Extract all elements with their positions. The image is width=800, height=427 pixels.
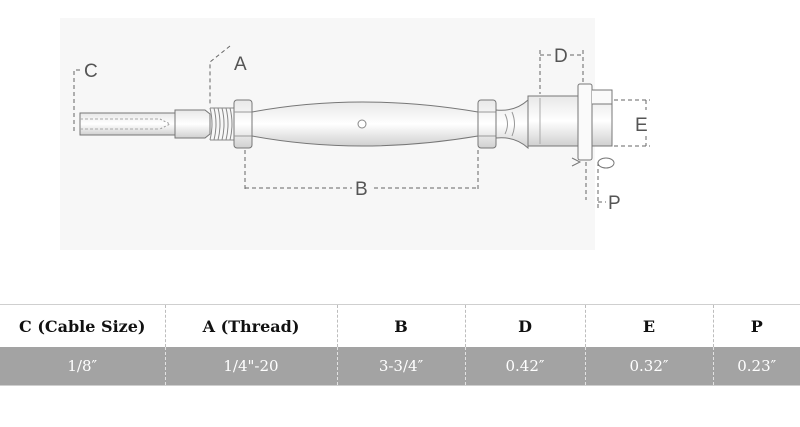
value-d: 0.42″ <box>464 347 585 386</box>
header-e: E <box>584 304 713 347</box>
header-thread: A (Thread) <box>164 304 337 347</box>
table-row: 1/8″ 1/4"-20 3-3/4″ 0.42″ 0.32″ 0.23″ <box>0 347 800 386</box>
label-e: E <box>635 115 648 136</box>
turnbuckle-drawing: C A B D E <box>73 45 650 214</box>
value-e: 0.32″ <box>584 347 713 386</box>
label-p: P <box>608 193 621 214</box>
right-nut <box>477 99 497 149</box>
header-row: C (Cable Size) A (Thread) B D E P <box>0 304 800 347</box>
dimension-p <box>585 162 606 208</box>
turnbuckle-body <box>251 101 479 147</box>
label-a: A <box>234 54 247 75</box>
spec-table: C (Cable Size) A (Thread) B D E P 1/8″ 1… <box>0 304 800 386</box>
dimension-c <box>73 69 80 132</box>
header-cable-size: C (Cable Size) <box>19 316 146 336</box>
turnbuckle-diagram: C A B D E <box>73 45 650 214</box>
jaw-end <box>495 83 615 169</box>
label-b: B <box>355 179 368 200</box>
header-b: B <box>336 304 465 347</box>
header-p: P <box>712 304 800 347</box>
dimension-a <box>209 45 231 106</box>
value-p: 0.23″ <box>712 347 800 386</box>
dimension-d <box>539 50 584 94</box>
header-d: D <box>464 304 585 347</box>
dimension-e <box>614 99 650 147</box>
dimension-b <box>244 150 479 192</box>
swage-stud <box>79 109 211 139</box>
label-c: C <box>84 61 98 82</box>
value-b: 3-3/4″ <box>336 347 465 386</box>
thread-section <box>209 107 234 141</box>
label-d: D <box>554 46 568 67</box>
left-nut <box>233 99 253 149</box>
value-cable-size: 1/8″ <box>0 347 165 386</box>
value-thread: 1/4"-20 <box>164 347 337 386</box>
